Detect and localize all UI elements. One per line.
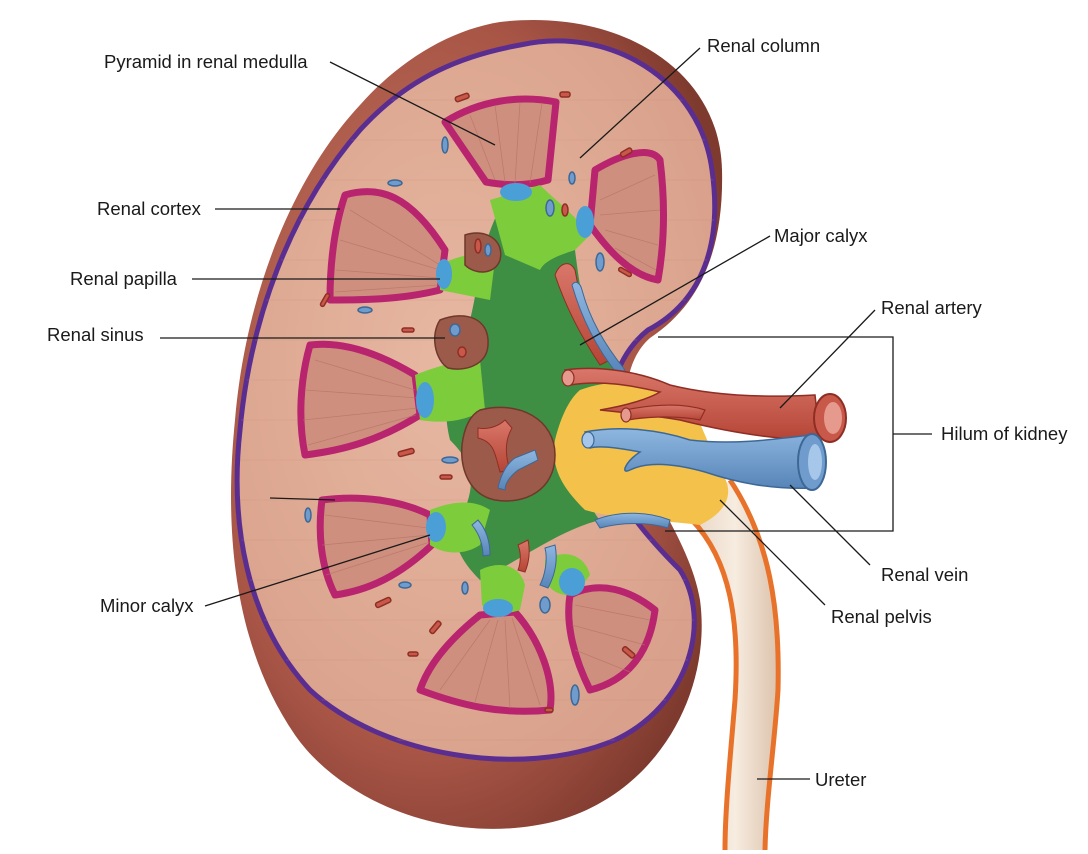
pyramid-lower-right (565, 584, 659, 694)
label-pyramid: Pyramid in renal medulla (104, 51, 308, 72)
label-renal-column: Renal column (707, 35, 820, 56)
label-hilum: Hilum of kidney (941, 423, 1068, 444)
renal-vein (581, 428, 827, 491)
pyramid-middle-left (297, 340, 424, 459)
label-major-calyx: Major calyx (774, 225, 868, 246)
renal-artery (561, 367, 847, 443)
label-renal-papilla: Renal papilla (70, 268, 178, 289)
label-renal-sinus: Renal sinus (47, 324, 144, 345)
pyramid-upper-left (326, 188, 449, 304)
label-minor-calyx: Minor calyx (100, 595, 194, 616)
label-renal-vein: Renal vein (881, 564, 968, 585)
label-ureter: Ureter (815, 769, 866, 790)
cortex-vessels (304, 91, 636, 713)
renal-papillae (416, 183, 594, 617)
renal-pyramids (297, 95, 668, 715)
pyramid-upper-right (586, 149, 668, 284)
pyramid-lower-left (316, 494, 436, 599)
labels: Pyramid in renal medulla Renal column Re… (47, 35, 1068, 790)
leader-lines (160, 47, 932, 780)
sinus-vessels (471, 263, 671, 589)
ureter (690, 478, 781, 851)
label-renal-pelvis: Renal pelvis (831, 606, 932, 627)
pyramid-top (441, 95, 560, 189)
label-renal-cortex: Renal cortex (97, 198, 202, 219)
label-renal-artery: Renal artery (881, 297, 983, 318)
